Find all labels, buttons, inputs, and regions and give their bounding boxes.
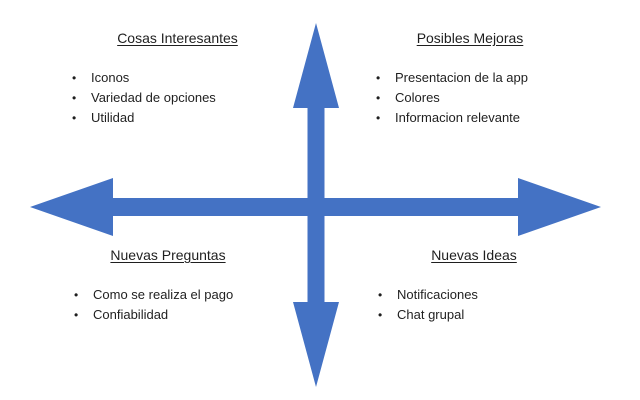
bullet-icon: • bbox=[72, 71, 77, 85]
list-item-text: Notificaciones bbox=[397, 287, 478, 302]
bullet-icon: • bbox=[376, 111, 381, 125]
quadrant-title: Nuevas Ideas bbox=[431, 247, 517, 263]
list-item: • Informacion relevante bbox=[376, 108, 590, 128]
list-item-text: Informacion relevante bbox=[395, 110, 521, 125]
quadrant-list: • Notificaciones • Chat grupal bbox=[354, 285, 594, 325]
list-item-text: Como se realiza el pago bbox=[93, 287, 234, 302]
bullet-icon: • bbox=[74, 288, 79, 302]
quadrant-title: Cosas Interesantes bbox=[117, 30, 238, 46]
bullet-icon: • bbox=[376, 71, 381, 85]
list-item-text: Presentacion de la app bbox=[395, 70, 528, 85]
list-item-text: Iconos bbox=[91, 70, 130, 85]
bullet-icon: • bbox=[74, 308, 79, 322]
bullet-icon: • bbox=[72, 111, 77, 125]
quadrant-bottom-left: Nuevas Preguntas • Como se realiza el pa… bbox=[58, 247, 278, 325]
vertical-double-arrow-icon bbox=[293, 23, 339, 387]
list-item-text: Confiabilidad bbox=[93, 307, 169, 322]
quadrant-list: • Presentacion de la app • Colores • Inf… bbox=[350, 68, 590, 128]
quadrant-list: • Como se realiza el pago • Confiabilida… bbox=[58, 285, 278, 325]
list-item: • Chat grupal bbox=[378, 305, 594, 325]
list-item-text: Chat grupal bbox=[397, 307, 465, 322]
bullet-icon: • bbox=[376, 91, 381, 105]
quadrant-list: • Iconos • Variedad de opciones • Utilid… bbox=[60, 68, 295, 128]
list-item: • Variedad de opciones bbox=[72, 88, 295, 108]
quadrant-top-right: Posibles Mejoras • Presentacion de la ap… bbox=[350, 30, 590, 128]
list-item: • Como se realiza el pago bbox=[74, 285, 278, 305]
list-item: • Colores bbox=[376, 88, 590, 108]
list-item-text: Variedad de opciones bbox=[91, 90, 216, 105]
quadrant-top-left: Cosas Interesantes • Iconos • Variedad d… bbox=[60, 30, 295, 128]
list-item-text: Colores bbox=[395, 90, 440, 105]
bullet-icon: • bbox=[378, 308, 383, 322]
list-item-text: Utilidad bbox=[91, 110, 135, 125]
quadrant-title: Posibles Mejoras bbox=[416, 30, 524, 46]
list-item: • Utilidad bbox=[72, 108, 295, 128]
bullet-icon: • bbox=[72, 91, 77, 105]
quadrant-title: Nuevas Preguntas bbox=[110, 247, 226, 263]
list-item: • Notificaciones bbox=[378, 285, 594, 305]
list-item: • Presentacion de la app bbox=[376, 68, 590, 88]
bullet-icon: • bbox=[378, 288, 383, 302]
list-item: • Confiabilidad bbox=[74, 305, 278, 325]
list-item: • Iconos bbox=[72, 68, 295, 88]
quadrant-bottom-right: Nuevas Ideas • Notificaciones • Chat gru… bbox=[354, 247, 594, 325]
